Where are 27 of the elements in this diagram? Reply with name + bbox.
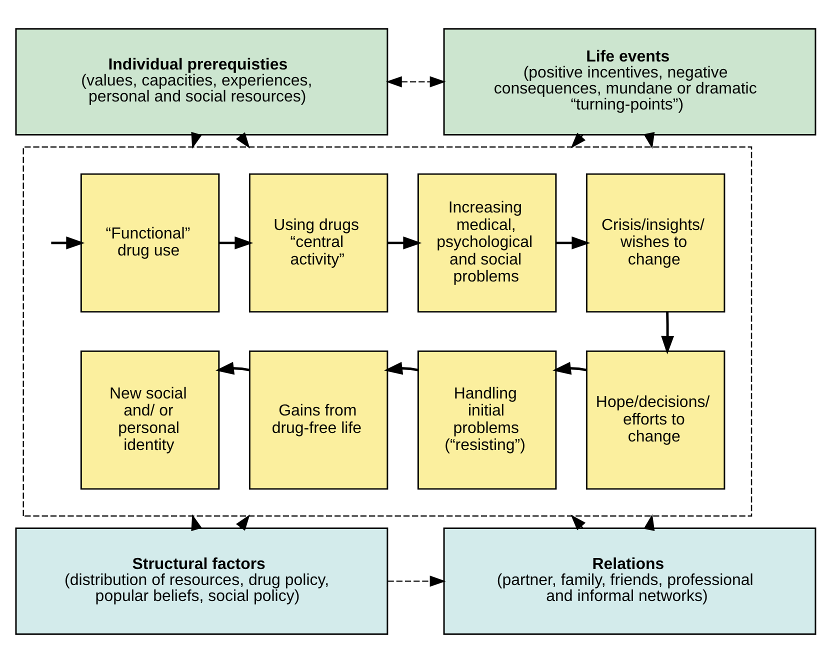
arrow bbox=[661, 312, 674, 354]
arrow bbox=[386, 76, 446, 88]
arrow bbox=[384, 362, 418, 375]
node-box: Increasing medical, psychological and social problems bbox=[417, 173, 557, 313]
arrow bbox=[236, 132, 250, 148]
arrow bbox=[388, 236, 422, 250]
arrow bbox=[552, 362, 587, 375]
node-box: New social and/ or personal identity bbox=[80, 350, 220, 490]
arrow bbox=[191, 514, 202, 532]
arrow bbox=[219, 236, 254, 250]
arrow bbox=[644, 514, 655, 531]
arrow bbox=[51, 236, 85, 250]
node-box: Hope/decisions/ efforts to change bbox=[586, 350, 726, 490]
node-box: Gains from drug-free life bbox=[248, 350, 388, 490]
node-box: Handling initial problems (“resisting”) bbox=[417, 350, 557, 490]
arrow bbox=[388, 576, 446, 587]
node-box: Crisis/insights/ wishes to change bbox=[586, 173, 726, 313]
node-box: Using drugs “central activity” bbox=[248, 173, 388, 313]
arrow bbox=[644, 132, 655, 149]
arrow bbox=[570, 132, 586, 148]
arrow bbox=[236, 514, 250, 531]
node-box: “Functional” drug use bbox=[80, 173, 220, 313]
cluster bbox=[22, 146, 752, 517]
arrow bbox=[570, 514, 586, 530]
arrow bbox=[556, 236, 590, 250]
arrow bbox=[215, 362, 250, 375]
arrow bbox=[191, 132, 202, 149]
